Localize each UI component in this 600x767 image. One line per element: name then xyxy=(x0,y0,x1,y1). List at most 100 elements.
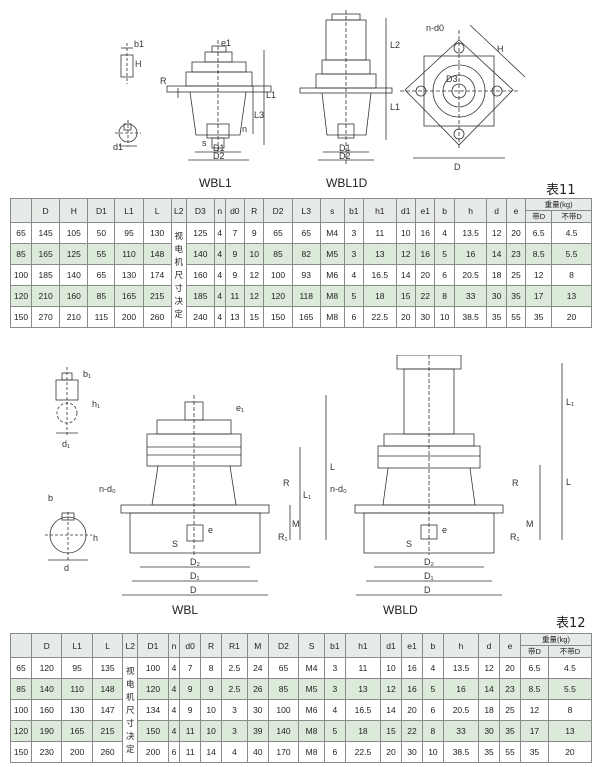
header-cell: d0 xyxy=(224,198,246,223)
table-cell: 25 xyxy=(505,264,527,286)
table-cell: M6 xyxy=(319,264,345,286)
table-cell: 6 xyxy=(421,699,444,721)
table-cell: M6 xyxy=(298,699,325,721)
table-cell: 3 xyxy=(323,657,346,679)
header-cell: h1 xyxy=(363,198,397,223)
motor-size-note-char: 视 xyxy=(174,230,184,241)
table-cell: 8 xyxy=(200,657,223,679)
motor-size-note: 视电机尺寸决定 xyxy=(122,657,139,763)
table-11-header: D H D1 L1 L L2 D3 n d0 R D2 L3 s b1 h1 d… xyxy=(10,198,592,223)
header-cell: b xyxy=(421,633,444,658)
table-cell: 140 xyxy=(59,264,89,286)
bottom-drawings: b₁ h₁ d₁ e₁ L L₁ b h d n-d₀ n-d₀ R R₁ M … xyxy=(45,355,574,596)
table-cell: 3 xyxy=(221,720,248,742)
table-cell: 4 xyxy=(167,678,181,700)
table-cell: 13.5 xyxy=(442,657,480,679)
dim-h1-bottom: h₁ xyxy=(92,399,100,409)
table-cell: 110 xyxy=(114,243,144,265)
table-cell: 125 xyxy=(185,222,215,244)
table-cell: 85 xyxy=(87,285,116,307)
dim-nd0-wbld: n-d₀ xyxy=(330,484,347,494)
motor-size-note-char: 尺 xyxy=(174,269,184,280)
table-cell: 65 xyxy=(291,222,321,244)
row-size-id: 120 xyxy=(10,285,32,307)
header-cell: R xyxy=(244,198,265,223)
table-cell: 17 xyxy=(520,720,549,742)
table-cell: 35 xyxy=(478,741,501,763)
wbl-drawing xyxy=(120,395,327,596)
table-cell: 215 xyxy=(142,285,172,307)
table-cell: 110 xyxy=(61,678,93,700)
dim-D2-wbl: D₂ xyxy=(190,557,200,567)
table-cell: 160 xyxy=(185,264,215,286)
table-cell: 210 xyxy=(30,285,61,307)
dim-H-plan: H xyxy=(497,44,504,54)
table-cell: 10 xyxy=(244,243,265,265)
dim-R1-wbld: R₁ xyxy=(510,532,520,542)
table-cell: 22.5 xyxy=(344,741,382,763)
table-cell: 7 xyxy=(224,222,246,244)
table-cell: 4 xyxy=(343,264,365,286)
table-cell: 6 xyxy=(323,741,346,763)
dim-R-wbl: R xyxy=(283,478,290,488)
table-cell: 118 xyxy=(291,285,321,307)
header-cell: b1 xyxy=(323,633,346,658)
table-cell: M8 xyxy=(298,720,325,742)
header-cell: e xyxy=(499,633,521,658)
table-cell: 12 xyxy=(244,285,265,307)
table-cell: 9 xyxy=(244,222,265,244)
table-cell: 65 xyxy=(267,657,300,679)
table-cell: 140 xyxy=(30,678,63,700)
table-cell: 200 xyxy=(114,306,144,328)
table-cell: 12 xyxy=(486,222,507,244)
table-cell: 100 xyxy=(267,699,300,721)
motor-size-note-char: 机 xyxy=(174,256,184,267)
table-cell: 165 xyxy=(114,285,144,307)
row-size-id: 150 xyxy=(10,741,32,763)
table-cell: 147 xyxy=(91,699,124,721)
table-cell: 174 xyxy=(142,264,172,286)
header-cell: D3 xyxy=(185,198,215,223)
dim-l3-top: L3 xyxy=(254,110,264,120)
table-cell: 22.5 xyxy=(363,306,397,328)
shaft-view-small-bottom xyxy=(45,512,92,561)
table-cell: 165 xyxy=(30,243,61,265)
table-cell: 18 xyxy=(344,720,382,742)
table-cell: 55 xyxy=(505,306,527,328)
table-cell: 35 xyxy=(525,306,553,328)
dim-n-top: n xyxy=(242,124,247,134)
header-cell: n xyxy=(213,198,226,223)
dim-l2-d: L2 xyxy=(390,40,400,50)
motor-size-note-char: 定 xyxy=(174,308,184,319)
motor-size-note-char: 视 xyxy=(126,665,135,676)
dim-h-bottom: h xyxy=(93,533,98,543)
header-cell: b1 xyxy=(343,198,365,223)
table-cell: 120 xyxy=(137,678,169,700)
table-cell: 10 xyxy=(421,741,444,763)
table-cell: 11 xyxy=(179,720,202,742)
table-cell: 23 xyxy=(499,678,521,700)
table-cell: 4 xyxy=(167,699,181,721)
table-cell: 130 xyxy=(142,222,172,244)
table-cell: 115 xyxy=(87,306,116,328)
table-cell: 200 xyxy=(137,741,169,763)
table-cell: 65 xyxy=(263,222,293,244)
table-cell: 11 xyxy=(363,222,397,244)
table-cell: 40 xyxy=(246,741,269,763)
weight-sub-with-d: 带D xyxy=(520,645,549,658)
motor-size-note-char: 寸 xyxy=(126,717,135,728)
dim-D1-wbld: D₁ xyxy=(424,571,434,581)
table-cell: 134 xyxy=(137,699,169,721)
table-cell: 140 xyxy=(267,720,300,742)
table-cell: 55 xyxy=(499,741,521,763)
row-size-id: 85 xyxy=(10,678,32,700)
table-cell: 95 xyxy=(114,222,144,244)
table-cell: 15 xyxy=(395,285,417,307)
table-cell: 35 xyxy=(499,720,521,742)
table-cell: 12 xyxy=(478,657,501,679)
table-cell: 22 xyxy=(414,285,436,307)
table-cell: 26 xyxy=(246,678,269,700)
table-cell: 145 xyxy=(30,222,61,244)
header-cell: e xyxy=(505,198,527,223)
